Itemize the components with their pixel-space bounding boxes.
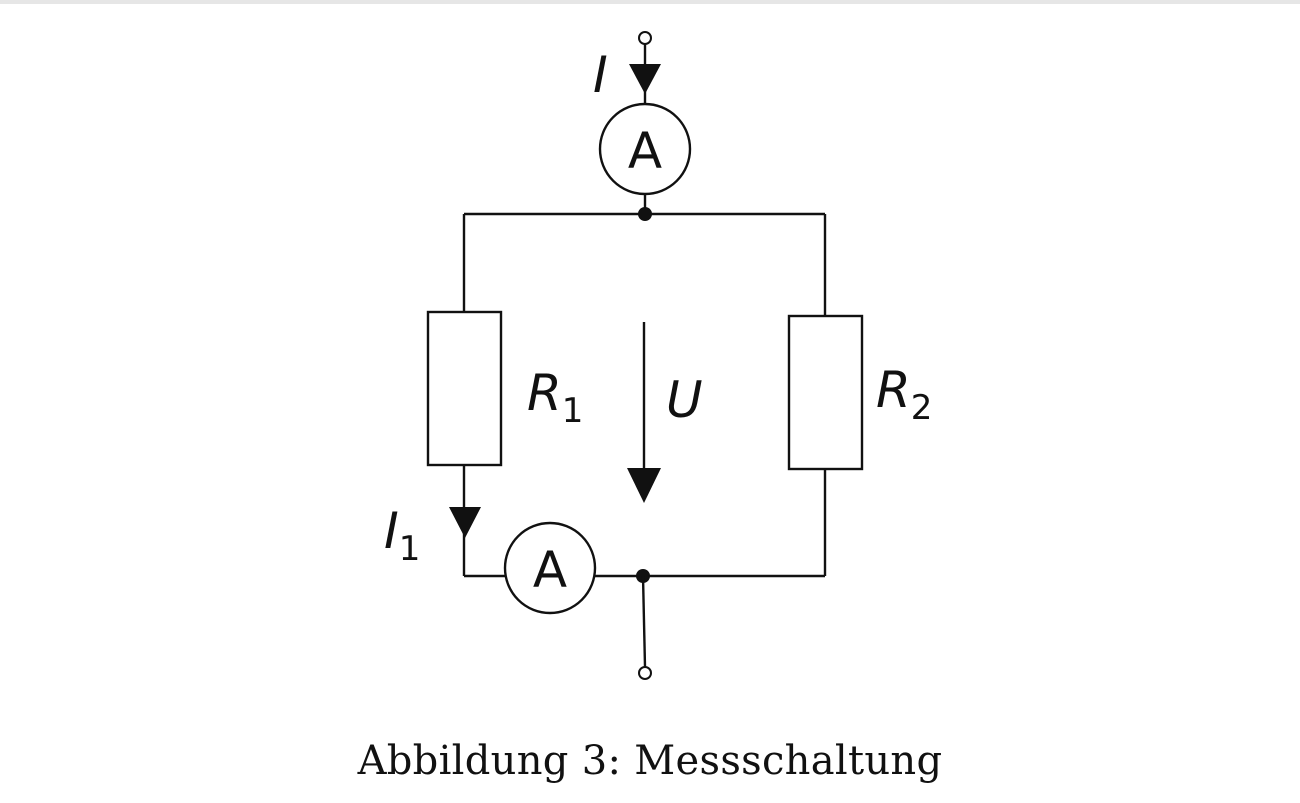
label-current-total: I (593, 46, 608, 104)
label-current-branch-subscript: 1 (399, 529, 421, 569)
label-r1-subscript: 1 (562, 391, 584, 431)
label-current-branch-symbol: I (384, 502, 399, 560)
resistor-r1 (426, 310, 503, 467)
top-border (0, 0, 1300, 4)
top-terminal (638, 31, 652, 45)
ammeter-bottom: A (503, 521, 597, 615)
voltage-arrow-head (627, 468, 661, 503)
ammeter-bottom-label: A (533, 541, 567, 599)
bottom-terminal (638, 666, 652, 680)
label-r2-subscript: 2 (911, 388, 933, 428)
current-arrow-branch (449, 507, 481, 538)
resistor-r2 (787, 314, 864, 471)
figure-caption: Abbildung 3: Messschaltung (357, 738, 943, 784)
ammeter-bottom-circle (503, 521, 597, 615)
label-current-branch: I1 (384, 502, 420, 569)
label-current-total-symbol: I (593, 46, 608, 104)
label-r1: R1 (527, 364, 583, 431)
junction-top (638, 207, 652, 221)
label-r2: R2 (876, 361, 932, 428)
circuit-diagram: A A I R1 U R2 I1 (384, 31, 932, 680)
current-arrow-total (629, 64, 661, 94)
label-voltage: U (666, 371, 703, 429)
label-r1-symbol: R (527, 364, 562, 422)
feed-wire-bottom (641, 575, 647, 668)
ammeter-top: A (598, 102, 692, 196)
ammeter-top-label: A (628, 122, 662, 180)
label-r2-symbol: R (876, 361, 911, 419)
